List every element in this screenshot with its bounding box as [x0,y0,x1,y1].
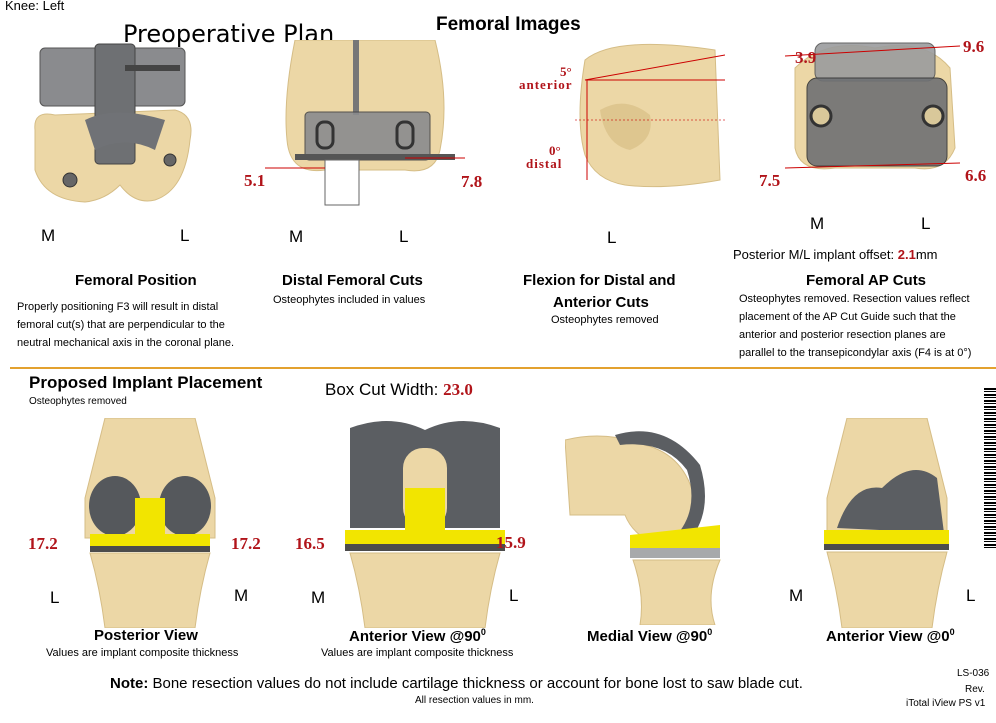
flexion-title-line1: Flexion for Distal and [523,272,676,289]
ap-bottom-right-value: 6.6 [965,166,987,185]
anterior0-view-title: Anterior View @00 [826,627,955,645]
section-divider [10,367,996,369]
flexion-distal-label: distal [526,156,563,171]
ap-top-left-value: 3.9 [795,48,817,67]
posterior-label-left: L [50,588,60,607]
flexion-anterior-label: anterior [519,77,573,92]
posterior-view-title: Posterior View [94,627,198,644]
femoral-position-title: Femoral Position [75,272,197,289]
distal-cuts-title: Distal Femoral Cuts [282,272,423,289]
ap-top-right-value: 9.6 [963,37,985,56]
flexion-title-line2: Anterior Cuts [553,294,649,311]
anterior90-label-left: M [311,588,326,607]
anterior90-view-title: Anterior View @900 [349,627,486,645]
distal-cuts-subtitle: Osteophytes included in values [273,294,426,306]
anterior0-label-right: L [966,586,976,605]
implant-placement-title: Proposed Implant Placement [29,373,263,392]
implant-offset: Posterior M/L implant offset: 2.1mm [733,247,938,262]
ap-cuts-description: Osteophytes removed. Resection values re… [739,293,972,359]
distal-label-m: M [289,227,304,246]
box-cut-value: 23.0 [443,380,473,399]
anterior90-value-left: 16.5 [295,534,325,553]
flexion-label-l: L [607,228,617,247]
footer-product: iTotal iView PS v1 [906,698,986,709]
anterior90-value-right: 15.9 [496,533,526,552]
anterior90-view-image [345,420,505,628]
position-label-m: M [41,226,56,245]
anterior90-label-right: L [509,586,519,605]
flexion-subtitle: Osteophytes removed [551,314,659,326]
barcode-icon [984,388,996,548]
footer-doc-id: LS-036 [957,668,990,679]
posterior-value-right: 17.2 [231,534,261,553]
flexion-image [575,43,725,188]
footer-rev: Rev. [965,684,985,695]
position-label-l: L [180,226,190,245]
flexion-anterior-value: 5° [560,64,572,79]
ap-label-l: L [921,214,931,233]
femoral-position-image [34,43,192,203]
flexion-distal-value: 0° [549,143,561,158]
implant-placement-subtitle: Osteophytes removed [29,396,127,407]
ap-bottom-left-value: 7.5 [759,171,781,190]
ap-cuts-title: Femoral AP Cuts [806,272,927,289]
femoral-position-description: Properly positioning F3 will result in d… [17,301,235,349]
posterior-view-subtitle: Values are implant composite thickness [46,647,239,659]
anterior0-label-left: M [789,586,804,605]
posterior-view-image [84,418,216,628]
distal-value-right: 7.8 [461,172,483,191]
medial90-view-image [565,431,721,625]
footer-units: All resection values in mm. [415,695,534,706]
distal-value-left: 5.1 [244,171,266,190]
medial90-view-title: Medial View @900 [587,627,713,645]
anterior90-view-subtitle: Values are implant composite thickness [321,647,514,659]
femoral-images-title: Femoral Images [436,14,581,35]
ap-cuts-image [785,42,960,170]
distal-label-l: L [399,227,409,246]
distal-cuts-image [265,40,465,206]
knee-side-label: Knee: Left [5,0,65,13]
ap-label-m: M [810,214,825,233]
box-cut-width: Box Cut Width: 23.0 [325,380,473,399]
posterior-label-right: M [234,586,249,605]
implant-offset-value: 2.1 [897,247,916,262]
posterior-value-left: 17.2 [28,534,58,553]
footer-note: Note: Bone resection values do not inclu… [110,675,803,692]
anterior0-view-image [824,418,949,628]
